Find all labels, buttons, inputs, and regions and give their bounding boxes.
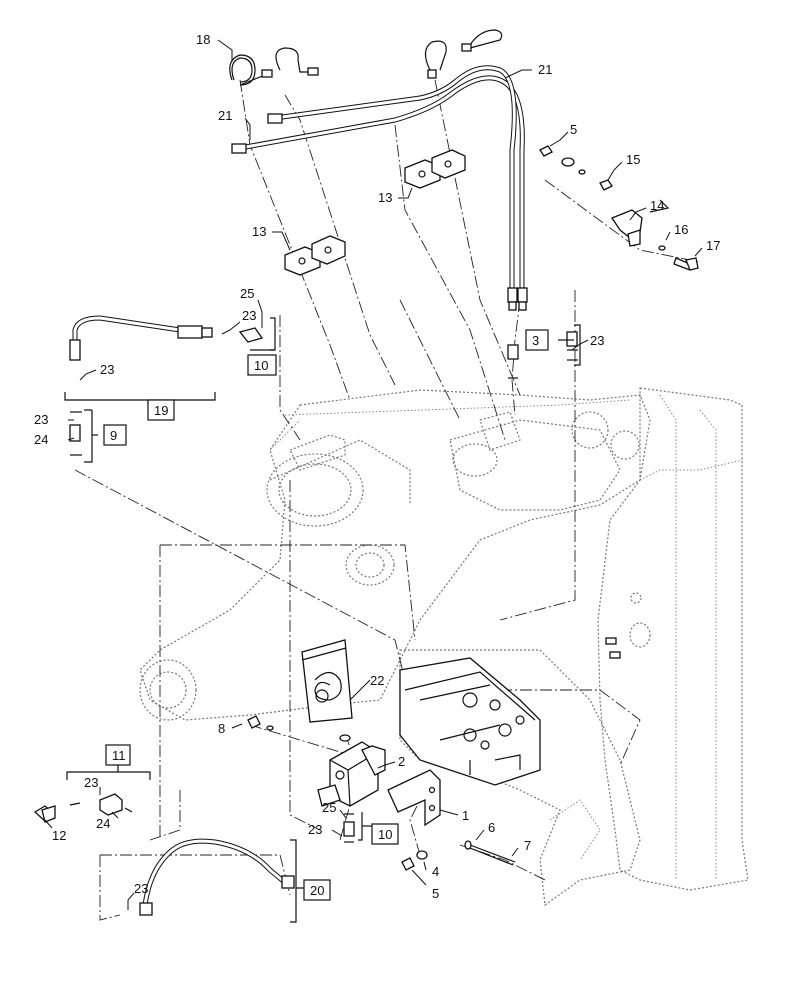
callout-17: 17 bbox=[706, 238, 720, 253]
callout-10-upper: 10 bbox=[254, 358, 268, 373]
clamp-13-upper bbox=[404, 149, 466, 189]
callout-23-eleven: 23 bbox=[84, 775, 98, 790]
hardware-14-17 bbox=[539, 145, 699, 271]
callout-25-upper: 25 bbox=[240, 286, 254, 301]
callout-23-hose: 23 bbox=[100, 362, 114, 377]
callout-19: 19 bbox=[154, 403, 168, 418]
callout-labels: 18 21 21 5 15 14 16 17 13 13 25 23 10 23… bbox=[34, 32, 720, 901]
caps-18-group bbox=[229, 29, 503, 86]
callout-23-lower: 23 bbox=[308, 822, 322, 837]
callout-23-hose20: 23 bbox=[134, 881, 148, 896]
callout-21-right: 21 bbox=[538, 62, 552, 77]
control-valve bbox=[399, 657, 541, 786]
callout-18: 18 bbox=[196, 32, 210, 47]
callout-box-10-lower bbox=[371, 823, 399, 845]
callout-15: 15 bbox=[626, 152, 640, 167]
callout-13-lower: 13 bbox=[252, 224, 266, 239]
hose-20-assembly bbox=[139, 838, 295, 916]
callout-14: 14 bbox=[650, 198, 664, 213]
callout-24-left: 24 bbox=[34, 432, 48, 447]
bracket-1 bbox=[387, 769, 441, 827]
callout-leaders bbox=[44, 39, 703, 910]
callout-8: 8 bbox=[218, 721, 225, 736]
callout-12: 12 bbox=[52, 828, 66, 843]
fittings-upright bbox=[605, 637, 621, 659]
assembly-centerlines bbox=[74, 79, 701, 921]
callout-box-11 bbox=[105, 744, 131, 766]
callout-23-left: 23 bbox=[34, 412, 48, 427]
callout-2: 2 bbox=[398, 754, 405, 769]
callout-box-9 bbox=[103, 424, 127, 446]
callout-24-eleven: 24 bbox=[96, 816, 110, 831]
callout-box-3 bbox=[525, 329, 549, 351]
callout-box-19 bbox=[147, 399, 175, 421]
callout-22: 22 bbox=[370, 673, 384, 688]
callout-6: 6 bbox=[488, 820, 495, 835]
callout-9: 9 bbox=[110, 428, 117, 443]
clamp-13-lower bbox=[284, 235, 346, 276]
callout-7: 7 bbox=[524, 838, 531, 853]
hose-21-assembly bbox=[231, 65, 528, 311]
fittings-3 bbox=[507, 331, 578, 379]
callout-3: 3 bbox=[532, 333, 539, 348]
callout-4: 4 bbox=[432, 864, 439, 879]
callout-box-10-upper bbox=[247, 354, 277, 376]
callout-21-left: 21 bbox=[218, 108, 232, 123]
callout-23-upper: 23 bbox=[242, 308, 256, 323]
bolts-4-7 bbox=[401, 840, 516, 871]
hose-19-assembly bbox=[69, 315, 264, 456]
callout-20: 20 bbox=[310, 883, 324, 898]
callout-25-lower: 25 bbox=[322, 800, 336, 815]
callout-box-20 bbox=[303, 879, 331, 901]
loader-frame-ghost bbox=[139, 387, 749, 907]
callout-10-lower: 10 bbox=[378, 827, 392, 842]
relief-valve-2 bbox=[317, 734, 386, 807]
callout-23-right: 23 bbox=[590, 333, 604, 348]
callout-13-upper: 13 bbox=[378, 190, 392, 205]
seal-kit-bag-22 bbox=[301, 639, 353, 723]
fittings-10-lower bbox=[343, 813, 355, 843]
group-brackets bbox=[64, 199, 670, 923]
fittings-11-12 bbox=[33, 793, 133, 824]
callout-11: 11 bbox=[112, 748, 126, 763]
hose-fitting-left bbox=[231, 143, 247, 154]
callout-1: 1 bbox=[462, 808, 469, 823]
plug-8 bbox=[247, 715, 274, 731]
callout-5-top: 5 bbox=[570, 122, 577, 137]
callout-16: 16 bbox=[674, 222, 688, 237]
callout-5-bottom: 5 bbox=[432, 886, 439, 901]
